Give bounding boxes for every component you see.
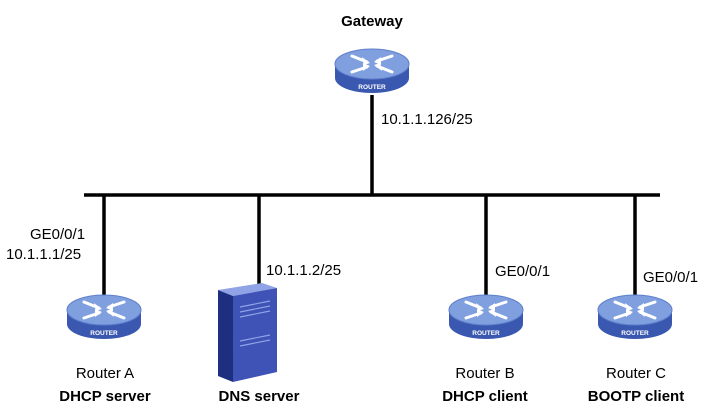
router-b-role: DHCP client [442, 388, 528, 405]
router-icon: ROUTER [447, 293, 525, 341]
dns-server-ip: 10.1.1.2/25 [266, 262, 341, 279]
router-badge: ROUTER [90, 330, 118, 337]
dns-server-role: DNS server [219, 388, 300, 405]
links [84, 95, 660, 300]
gateway-router: Gateway ROUTER 10.1.1.126/25 [333, 13, 473, 128]
router-b: GE0/0/1 ROUTER Router B DHCP client [442, 263, 550, 405]
router-c-name: Router C [606, 365, 666, 382]
router-badge: ROUTER [472, 330, 500, 337]
router-badge: ROUTER [621, 330, 649, 337]
router-a-role: DHCP server [59, 388, 151, 405]
router-badge: ROUTER [358, 84, 386, 91]
router-c: GE0/0/1 ROUTER Router C BOOTP client [588, 269, 698, 405]
router-c-role: BOOTP client [588, 388, 684, 405]
router-c-interface: GE0/0/1 [643, 269, 698, 286]
router-a-name: Router A [76, 365, 134, 382]
router-icon: ROUTER [65, 293, 143, 341]
gateway-ip: 10.1.1.126/25 [381, 111, 473, 128]
server-icon [218, 283, 277, 382]
router-icon: ROUTER [596, 293, 674, 341]
router-a: GE0/0/1 10.1.1.1/25 ROUTER Router A DHCP… [6, 226, 151, 405]
router-a-interface: GE0/0/1 [30, 226, 85, 243]
gateway-title: Gateway [341, 13, 403, 30]
router-icon: ROUTER [333, 47, 411, 95]
dns-server: 10.1.1.2/25 DNS server [218, 262, 341, 405]
router-b-interface: GE0/0/1 [495, 263, 550, 280]
router-a-ip: 10.1.1.1/25 [6, 246, 81, 263]
router-b-name: Router B [455, 365, 514, 382]
